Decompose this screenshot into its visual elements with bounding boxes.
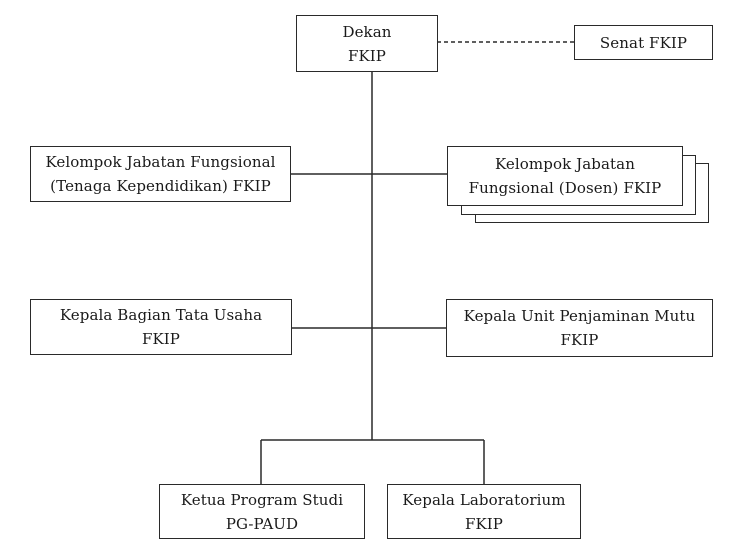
kupm-label-line1: Kepala Unit Penjaminan Mutu: [463, 307, 696, 325]
kaprodi-label-line1: Ketua Program Studi: [180, 490, 344, 509]
senat-label: Senat FKIP: [599, 33, 688, 52]
kupm-box: Kepala Unit Penjaminan Mutu FKIP: [446, 299, 713, 357]
kaprodi-label-line2: PG-PAUD: [225, 514, 299, 533]
dekan-label-line1: Dekan: [342, 22, 392, 41]
kabag-tu-label-line2: FKIP: [141, 330, 181, 348]
kjf-tendik-label-line1: Kelompok Jabatan Fungsional: [45, 153, 276, 171]
kalab-label-line2: FKIP: [464, 514, 504, 533]
kjf-dosen-box: Kelompok Jabatan Fungsional (Dosen) FKIP: [447, 146, 683, 206]
kjf-dosen-label-line2: Fungsional (Dosen) FKIP: [468, 179, 662, 197]
kupm-label-line2: FKIP: [560, 331, 599, 349]
kalab-label-line1: Kepala Laboratorium: [402, 490, 566, 509]
kjf-tendik-label-line2: (Tenaga Kependidikan) FKIP: [50, 177, 271, 195]
kjf-dosen-label-line1: Kelompok Jabatan: [495, 155, 635, 173]
senat-box: Senat FKIP: [574, 25, 713, 60]
dekan-box: Dekan FKIP: [296, 15, 438, 72]
kabag-tu-label-line1: Kepala Bagian Tata Usaha: [59, 306, 263, 324]
kaprodi-box: Ketua Program Studi PG-PAUD: [159, 484, 365, 539]
dekan-label-line2: FKIP: [347, 46, 387, 65]
kabag-tu-box: Kepala Bagian Tata Usaha FKIP: [30, 299, 292, 355]
kjf-tendik-box: Kelompok Jabatan Fungsional (Tenaga Kepe…: [30, 146, 291, 202]
kalab-box: Kepala Laboratorium FKIP: [387, 484, 581, 539]
